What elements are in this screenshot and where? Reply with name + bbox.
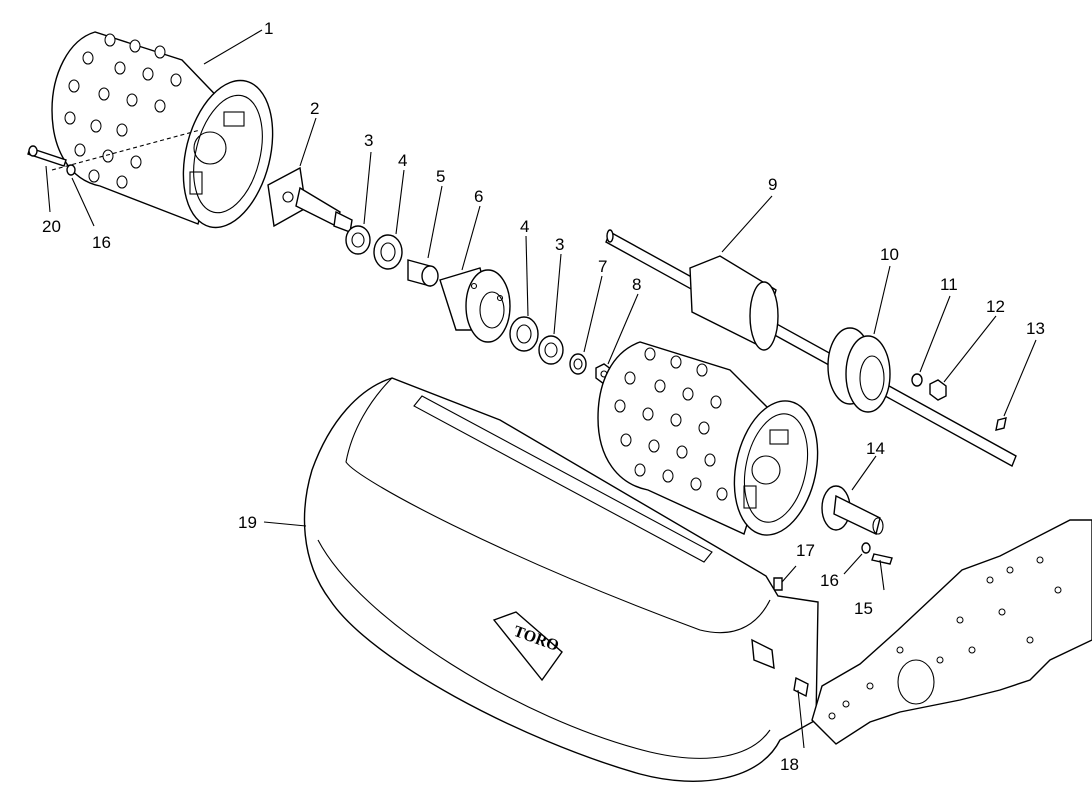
callout-16-left: 16 xyxy=(92,233,111,252)
callout-7: 7 xyxy=(598,257,607,276)
callout-16-right: 16 xyxy=(820,571,839,590)
hub-housing-6 xyxy=(439,267,511,343)
callout-8: 8 xyxy=(632,275,641,294)
callout-12: 12 xyxy=(986,297,1005,316)
bearing-4-left xyxy=(373,234,403,270)
washer-16-right xyxy=(861,542,871,554)
washer-7 xyxy=(569,353,587,375)
callout-11: 11 xyxy=(940,275,958,294)
callout-19: 19 xyxy=(238,513,257,532)
bolt-20 xyxy=(27,145,67,167)
spacer-5 xyxy=(407,259,439,287)
callout-4-right: 4 xyxy=(520,217,529,236)
side-plate xyxy=(811,519,1092,745)
callout-20: 20 xyxy=(42,217,61,236)
callout-13: 13 xyxy=(1026,319,1045,338)
roller-left-holes xyxy=(64,33,182,189)
callout-18: 18 xyxy=(780,755,799,774)
leader-lines xyxy=(45,29,1037,749)
flange-shaft-right xyxy=(821,485,884,535)
callout-9: 9 xyxy=(768,175,777,194)
washer-16-left xyxy=(66,164,76,176)
callout-3-right: 3 xyxy=(555,235,564,254)
callout-3-left: 3 xyxy=(364,131,373,150)
callout-labels: 1 2 3 4 5 6 4 3 7 8 9 10 11 12 13 14 15 … xyxy=(42,19,1045,774)
bearing-4-right xyxy=(509,316,539,352)
callout-2: 2 xyxy=(310,99,319,118)
callout-5: 5 xyxy=(436,167,445,186)
callout-15: 15 xyxy=(854,599,873,618)
callout-17: 17 xyxy=(796,541,815,560)
flange-shaft xyxy=(267,166,353,233)
callout-1: 1 xyxy=(264,19,273,38)
roller-right-holes xyxy=(614,347,728,501)
roller-right xyxy=(597,341,819,536)
callout-10: 10 xyxy=(880,245,899,264)
screw-17 xyxy=(773,577,783,591)
washer-3-right xyxy=(538,335,564,365)
cover-shield-19: TORO xyxy=(303,377,819,782)
callout-14: 14 xyxy=(866,439,885,458)
callout-6: 6 xyxy=(474,187,483,206)
bolt-15 xyxy=(871,553,893,565)
washer-3-left xyxy=(345,225,371,255)
main-shaft-assembly xyxy=(605,229,1017,467)
roller-left xyxy=(51,31,274,229)
callout-4-left: 4 xyxy=(398,151,407,170)
